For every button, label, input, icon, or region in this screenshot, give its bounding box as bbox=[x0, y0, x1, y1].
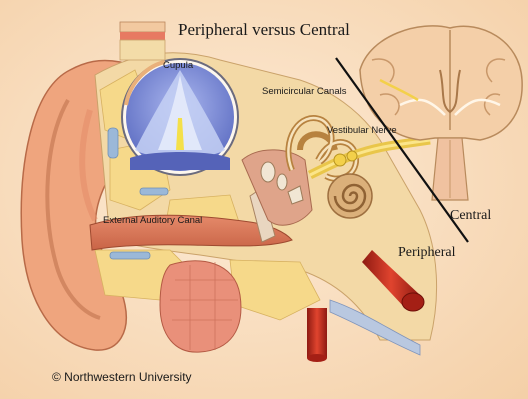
label-vestibular-nerve: Vestibular Nerve bbox=[327, 125, 397, 136]
label-central: Central bbox=[450, 208, 491, 224]
label-cupula: Cupula bbox=[163, 60, 193, 71]
cupula-inset bbox=[122, 59, 238, 175]
label-external-auditory-canal: External Auditory Canal bbox=[103, 215, 202, 226]
cochlea bbox=[328, 174, 372, 218]
parotid-gland bbox=[160, 261, 241, 352]
scalp-layers bbox=[120, 22, 165, 60]
label-semicircular-canals: Semicircular Canals bbox=[262, 86, 346, 97]
copyright-notice: © Northwestern University bbox=[52, 370, 192, 384]
page-title: Peripheral versus Central bbox=[178, 20, 350, 40]
label-peripheral: Peripheral bbox=[398, 245, 456, 261]
